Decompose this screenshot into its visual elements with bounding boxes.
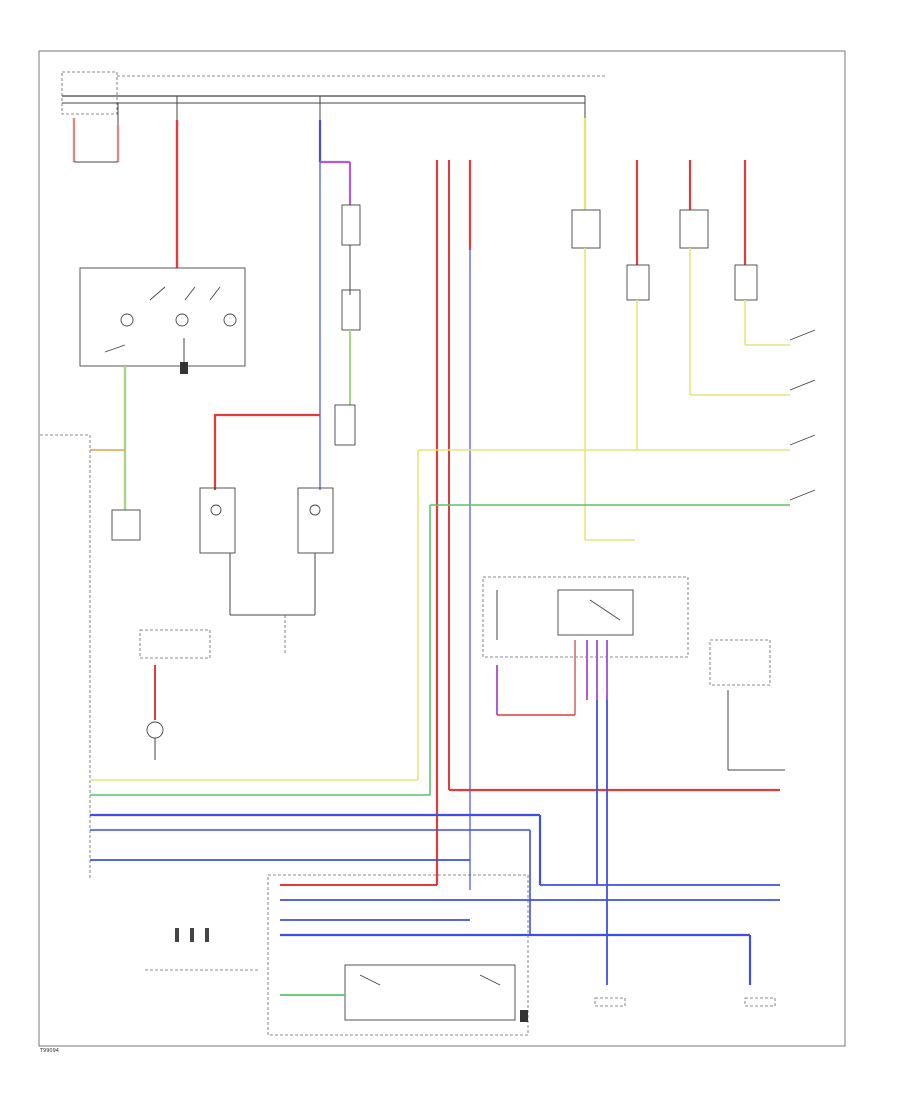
diagram-frame: [38, 50, 846, 1047]
courtesy-lights: [199, 413, 334, 655]
power-door-lock-switch: [482, 576, 689, 716]
right-switches: [789, 329, 816, 501]
lower-control-unit: [267, 874, 529, 1036]
fuse-box-top: [61, 71, 605, 125]
center-trunk: [435, 160, 780, 890]
right-fuse-box: [709, 639, 785, 771]
right-actuators: [571, 160, 790, 540]
fuse-drops: [72, 118, 587, 268]
door-switches: [318, 120, 361, 490]
lower-actuators: [594, 997, 776, 1007]
left-ecu-connector: [40, 434, 91, 880]
center-fuse-box: [139, 629, 211, 760]
diagram-code: T99094: [39, 1048, 59, 1054]
relay-block: [145, 928, 260, 971]
switch-output-wires: [90, 366, 141, 541]
turn-hazard-switch: [79, 267, 246, 374]
signal-lines: [90, 449, 790, 796]
blue-outputs: [90, 700, 780, 985]
